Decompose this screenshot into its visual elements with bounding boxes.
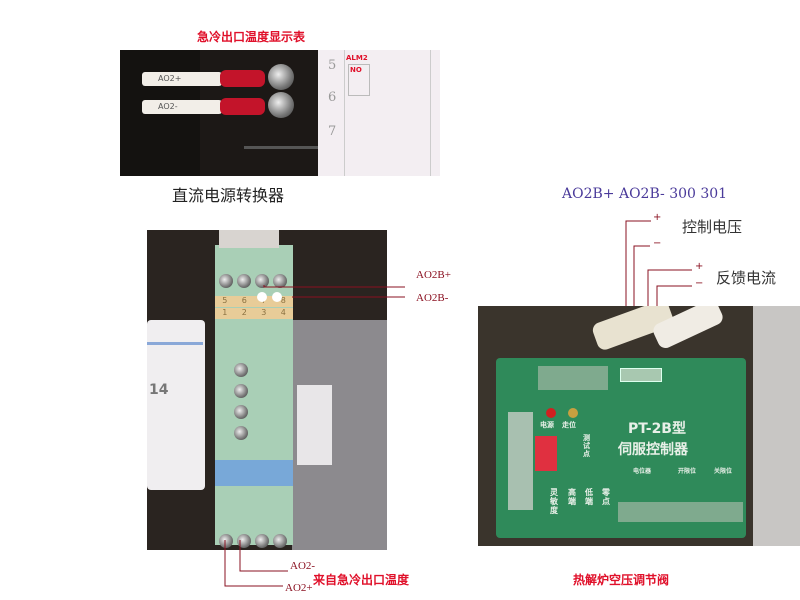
panel-number: 7 <box>328 124 337 139</box>
servo-name: 伺服控制器 <box>618 442 688 458</box>
terminal-number: 6 <box>241 296 247 305</box>
display-meter-photo: AO2+ AO2- 5 6 7 ALM2 NO <box>120 50 440 176</box>
plus-sign: + <box>695 261 704 272</box>
leader-ao2b-plus <box>263 285 405 288</box>
indicator-label: 电源 <box>540 421 554 429</box>
high-end-label: 高端 <box>568 488 576 506</box>
leader-ao2-plus <box>224 540 283 587</box>
terminal-number: 2 <box>241 308 247 317</box>
source-caption: 来自急冷出口温度 <box>313 573 410 587</box>
test-point-label: 测试点 <box>583 434 590 458</box>
label-ao2-plus: AO2+ <box>285 582 313 594</box>
terminal-number: 3 <box>261 308 267 317</box>
model-badge: 14 <box>149 382 169 398</box>
wire-label-ao2-plus: AO2+ <box>142 72 222 86</box>
pot-label: 电位器 <box>633 468 652 475</box>
label-ao2b-plus: AO2B+ <box>416 269 451 281</box>
terminal-number: 8 <box>280 296 286 305</box>
terminal-number: 4 <box>280 308 286 317</box>
terminal-header: AO2B+ AO2B- 300 301 <box>562 186 728 202</box>
plus-sign: + <box>653 212 662 223</box>
leader-ao2-minus <box>239 540 288 572</box>
dc-converter-caption: 直流电源转换器 <box>172 186 285 205</box>
wire-label-ao2-minus: AO2- <box>142 100 222 114</box>
alarm-mode: NO <box>350 66 362 74</box>
feedback-current-label: 反馈电流 <box>716 269 777 287</box>
label-ao2b-minus: AO2B- <box>416 292 449 304</box>
panel-number: 5 <box>328 58 337 73</box>
terminal-number: 5 <box>222 296 228 305</box>
servo-model: PT-2B型 <box>628 421 686 437</box>
minus-sign: − <box>653 238 662 249</box>
valve-caption: 热解炉空压调节阀 <box>573 573 670 587</box>
low-end-label: 低端 <box>585 488 593 506</box>
label-ao2-minus: AO2- <box>290 560 316 572</box>
minus-sign: − <box>695 278 704 289</box>
control-voltage-label: 控制电压 <box>682 218 743 236</box>
power-led <box>546 408 556 418</box>
zero-label: 零点 <box>602 488 610 506</box>
display-meter-title: 急冷出口温度显示表 <box>197 30 306 44</box>
terminal-number: 1 <box>222 308 228 317</box>
servo-controller-photo: 电源 走位 测试点 PT-2B型 伺服控制器 灵敏度 高端 低端 零点 电位器 … <box>478 306 800 546</box>
dip-switch <box>535 436 557 471</box>
indicator-label: 走位 <box>562 421 576 429</box>
panel-number: 6 <box>328 90 337 105</box>
run-led <box>568 408 578 418</box>
alarm-label: ALM2 <box>346 54 368 62</box>
pot-label: 关限位 <box>714 468 733 475</box>
pot-label: 开限位 <box>678 468 697 475</box>
sensitivity-label: 灵敏度 <box>550 488 558 515</box>
